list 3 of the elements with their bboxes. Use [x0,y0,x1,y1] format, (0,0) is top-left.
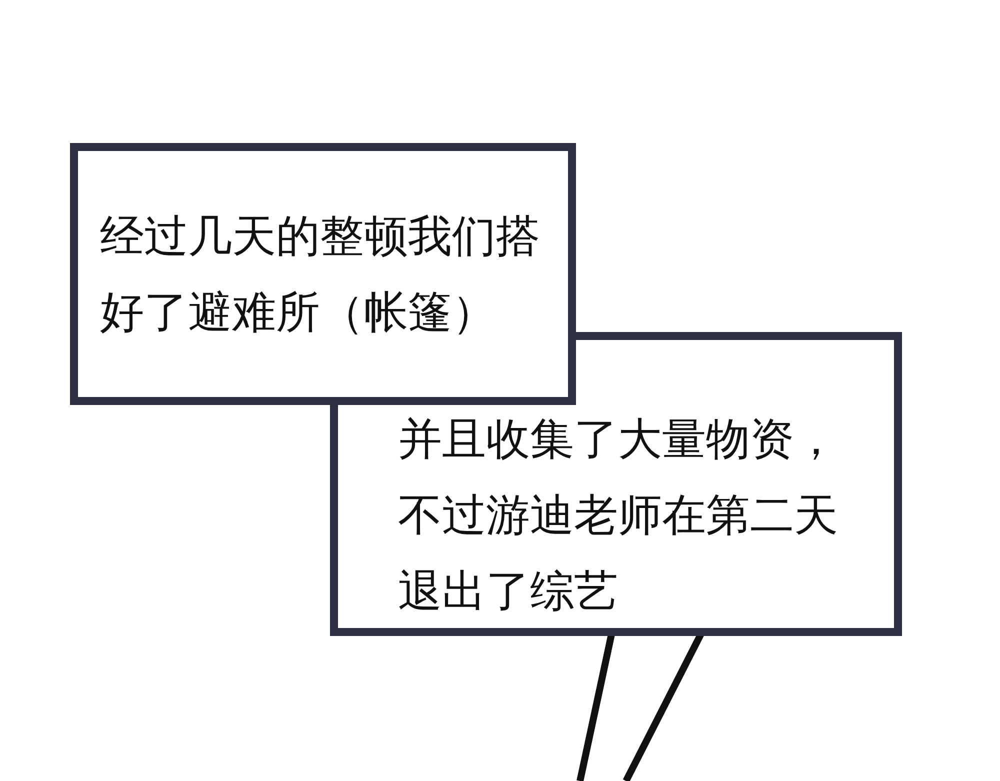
narration-text: 并且收集了大量物资，不过游迪老师在第二天退出了综艺 [398,413,839,619]
caption-box [70,143,576,405]
narration-text: 经过几天的整顿我们搭好了避难所（帐篷） [100,210,541,340]
